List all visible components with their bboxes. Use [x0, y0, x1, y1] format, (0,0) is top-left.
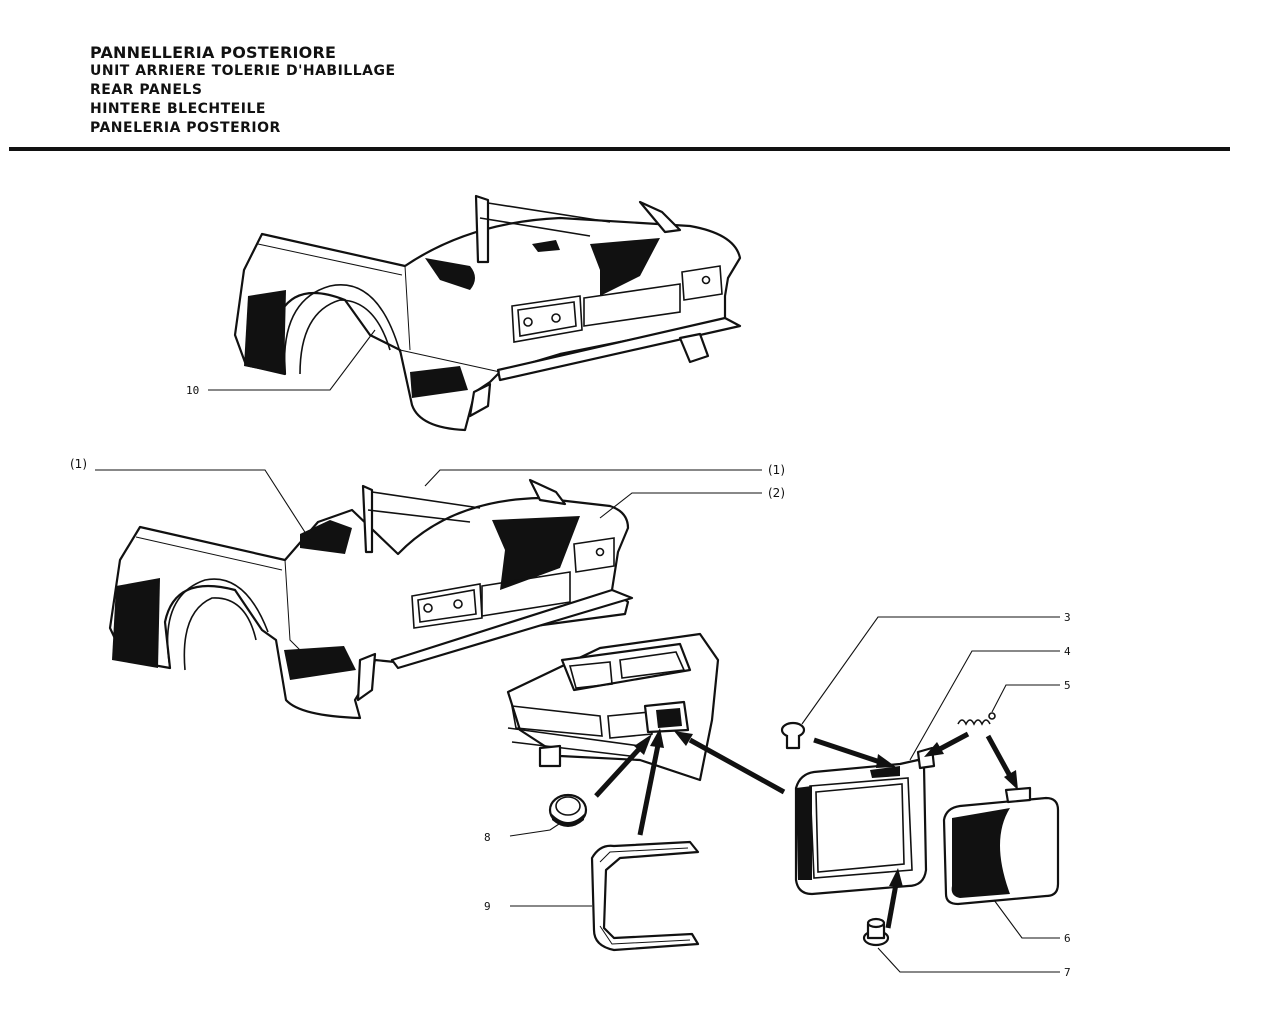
callout-3: 3	[1064, 611, 1071, 624]
assembly-arrows	[594, 728, 1018, 929]
leader-lines	[95, 329, 1060, 973]
callout-labels: 10 (1) (1) (2) 3 4 5 6 7 8 9	[70, 384, 1071, 979]
title-italian: PANNELLERIA POSTERIORE	[90, 43, 337, 62]
title-block: PANNELLERIA POSTERIORE UNIT ARRIERE TOLE…	[90, 43, 396, 138]
callout-2: (2)	[768, 486, 785, 500]
part-4-frame	[794, 746, 936, 896]
part-7-bump-stop	[862, 917, 890, 947]
title-english: REAR PANELS	[90, 82, 203, 98]
callout-4: 4	[1064, 645, 1071, 658]
callout-10: 10	[186, 384, 199, 397]
part-5-spring	[957, 712, 996, 726]
rear-panel-assembly-drawing	[233, 194, 742, 432]
car-rear-view-drawing	[506, 632, 720, 782]
title-german: HINTERE BLECHTEILE	[90, 101, 266, 117]
part-8-grommet	[548, 793, 588, 827]
callout-8: 8	[484, 831, 491, 844]
part-6-flap-door	[942, 786, 1060, 906]
callout-1-left: (1)	[70, 457, 87, 471]
title-spanish: PANELERIA POSTERIOR	[90, 120, 281, 136]
callout-7: 7	[1064, 966, 1071, 979]
callout-1-right: (1)	[768, 463, 785, 477]
callout-9: 9	[484, 900, 491, 913]
rear-panel-shell-drawing	[108, 478, 634, 720]
header-rule	[9, 147, 1230, 151]
callout-5: 5	[1064, 679, 1071, 692]
title-french: UNIT ARRIERE TOLERIE D'HABILLAGE	[90, 63, 396, 79]
callout-6: 6	[1064, 932, 1071, 945]
part-3-pin	[780, 721, 806, 750]
part-9-gasket	[590, 840, 700, 952]
